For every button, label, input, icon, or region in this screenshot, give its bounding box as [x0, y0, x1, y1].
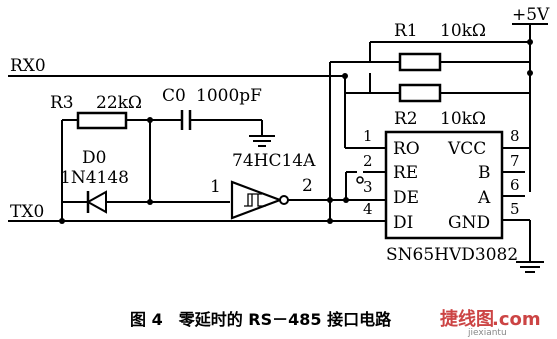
rx-label: RX0	[10, 56, 46, 76]
watermark-domain: .com	[492, 309, 541, 330]
pin-7-num: 7	[510, 152, 520, 170]
pin-4-num: 4	[363, 200, 373, 218]
pin-b: B	[478, 163, 491, 183]
inverter-pin-out: 2	[302, 176, 313, 196]
r1-value: 10kΩ	[440, 21, 486, 41]
pin-6-num: 6	[510, 176, 520, 194]
pin-ro: RO	[393, 139, 420, 159]
pin-1-num: 1	[363, 127, 373, 145]
watermark-logo: 捷线图 .com jiexiantu	[440, 308, 541, 338]
pin-8-num: 8	[510, 127, 520, 145]
pin-a: A	[477, 188, 491, 208]
r2-ref: R2	[394, 109, 418, 129]
c0-value: 1000pF	[196, 86, 262, 106]
pin-5-num: 5	[510, 200, 520, 218]
schmitt-inverter: 74HC14A 2	[230, 151, 330, 220]
r3-value: 22kΩ	[96, 93, 142, 113]
delay-network: R3 22kΩ C0 1000pF D0 1N4148	[50, 86, 275, 214]
tx-label: TX0	[10, 202, 44, 222]
watermark-brand: 捷线图	[440, 308, 494, 330]
pin-de: DE	[393, 188, 419, 208]
pin-gnd: GND	[448, 213, 490, 233]
inverter-pin-in: 1	[210, 177, 221, 197]
enable-wiring	[327, 62, 386, 224]
pin-vcc: VCC	[447, 139, 486, 159]
pin-re: RE	[393, 163, 418, 183]
rx-net: RX0	[8, 56, 386, 149]
watermark-url: jiexiantu	[467, 328, 507, 338]
supply-label: +5V	[512, 5, 550, 25]
transceiver-ic: 1 RO 2 RE 3 DE 4 DI 8 VCC 7 B 6 A 5 GND …	[363, 127, 530, 265]
inverter-part: 74HC14A	[232, 151, 316, 171]
r1-ref: R1	[394, 21, 418, 41]
pin-di: DI	[393, 213, 413, 233]
resistor-r2: R2 10kΩ	[345, 83, 486, 129]
pin-2-num: 2	[363, 152, 373, 170]
c0-ref: C0	[162, 86, 186, 106]
d0-ref: D0	[82, 148, 106, 168]
ic-part: SN65HVD3082	[386, 245, 518, 265]
ground-symbol	[516, 220, 544, 273]
tx-net: TX0 1	[8, 177, 386, 224]
resistor-r1: R1 10kΩ	[330, 21, 486, 72]
supply-rail: +5V	[369, 5, 550, 192]
r2-value: 10kΩ	[440, 109, 486, 129]
pin-3-num: 3	[363, 178, 373, 196]
r3-ref: R3	[50, 93, 74, 113]
figure-caption: 图 4 零延时的 RS－485 接口电路	[130, 310, 392, 329]
d0-part: 1N4148	[60, 168, 129, 188]
